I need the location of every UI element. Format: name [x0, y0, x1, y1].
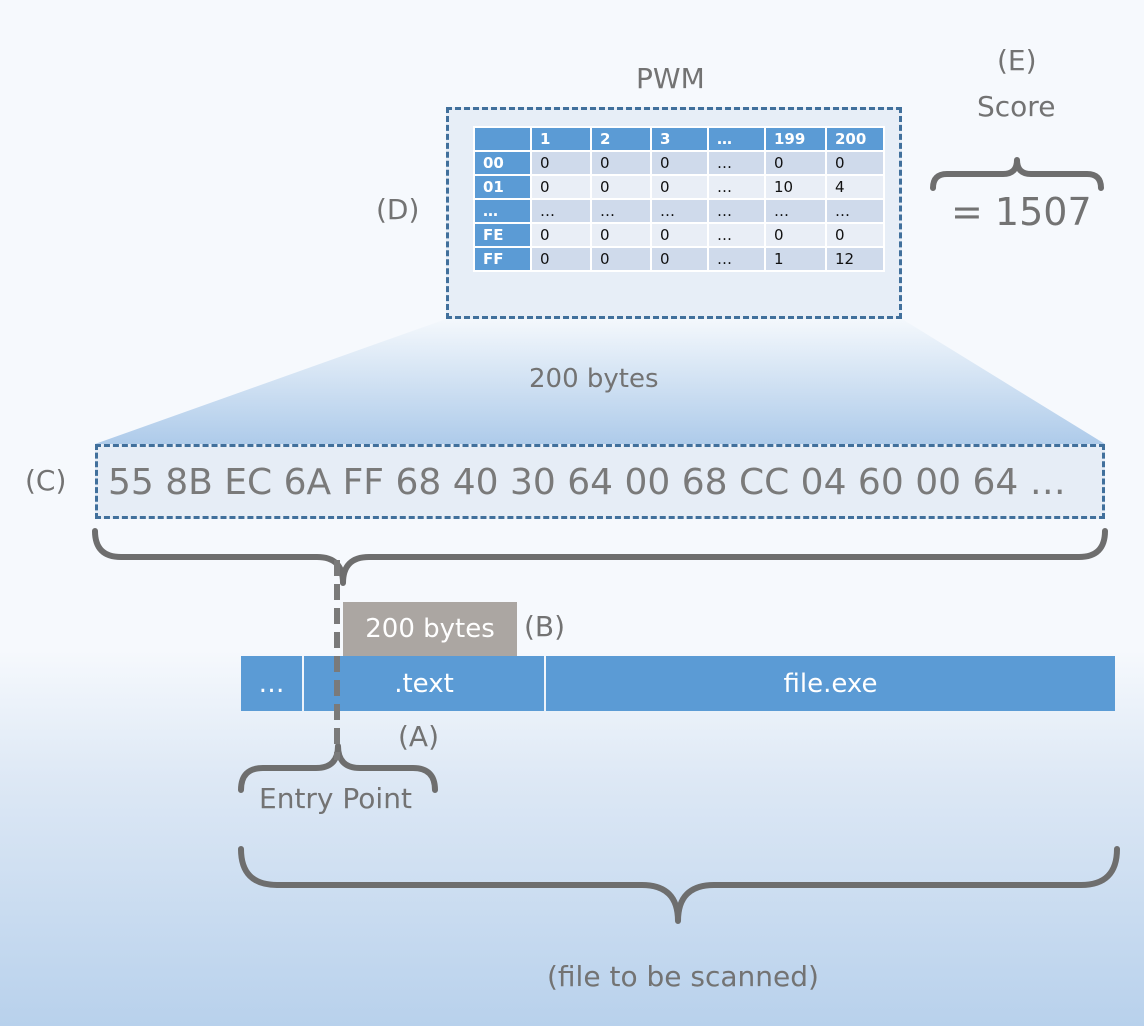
pwm-row-header: 01 [473, 174, 532, 200]
entry-point-label: Entry Point [259, 782, 412, 815]
pwm-cell: … [764, 198, 827, 224]
pwm-cell: 12 [825, 246, 885, 272]
pwm-col-header: 3 [650, 126, 709, 152]
pwm-row-header: FF [473, 246, 532, 272]
pwm-cell: 0 [764, 150, 827, 176]
pwm-cell: 0 [650, 174, 709, 200]
pwm-row-header: … [473, 198, 532, 224]
projection-funnel [95, 319, 1105, 444]
pwm-cell: … [707, 246, 766, 272]
pwm-cell: … [825, 198, 885, 224]
pwm-cell: … [590, 198, 652, 224]
pwm-cell: 0 [825, 222, 885, 248]
pwm-row-header: FE [473, 222, 532, 248]
file-seg-dots: … [241, 656, 302, 711]
bytes-label: (C) [25, 464, 67, 497]
file-seg-text: .text [304, 656, 544, 711]
pwm-col-header: 2 [590, 126, 652, 152]
window-size-label: 200 bytes [529, 364, 659, 394]
pwm-cell: 0 [530, 150, 592, 176]
pwm-cell: … [530, 198, 592, 224]
pwm-col-header: … [707, 126, 766, 152]
file-brace [238, 846, 1120, 924]
text-section-label: (A) [398, 720, 440, 753]
pwm-cell: … [707, 222, 766, 248]
pwm-cell: 0 [530, 174, 592, 200]
pwm-cell: 0 [650, 150, 709, 176]
pwm-cell: … [707, 150, 766, 176]
pwm-cell: 4 [825, 174, 885, 200]
pwm-cell: … [707, 174, 766, 200]
pwm-cell: 0 [590, 174, 652, 200]
score-label: (E) [997, 44, 1037, 77]
pwm-cell: 0 [825, 150, 885, 176]
pwm-col-header: 199 [764, 126, 827, 152]
pwm-cell: 10 [764, 174, 827, 200]
pwm-title: PWM [636, 62, 705, 95]
pwm-col-header: 1 [530, 126, 592, 152]
bytes-box [95, 444, 1105, 519]
pwm-row: ………………… [473, 198, 885, 224]
pwm-cell: 0 [590, 246, 652, 272]
pwm-cell: 0 [590, 222, 652, 248]
file-seg-file: file.exe [546, 656, 1115, 711]
pwm-cell: 1 [764, 246, 827, 272]
pwm-cell: 0 [530, 222, 592, 248]
read-bytes-box: 200 bytes [343, 602, 517, 656]
pwm-row-header: 00 [473, 150, 532, 176]
pwm-cell: … [707, 198, 766, 224]
bytes-brace [92, 528, 1108, 586]
pwm-cell: 0 [590, 150, 652, 176]
pwm-cell: … [650, 198, 709, 224]
score-title: Score [977, 90, 1056, 123]
pwm-col-header: 200 [825, 126, 885, 152]
pwm-cell: 0 [650, 222, 709, 248]
score-value: = 1507 [951, 190, 1092, 234]
pwm-label: (D) [376, 193, 420, 226]
read-label: (B) [524, 610, 566, 643]
pwm-cell: 0 [650, 246, 709, 272]
score-brace [930, 157, 1104, 191]
pwm-col-header [473, 126, 532, 152]
pwm-cell: 0 [764, 222, 827, 248]
pwm-cell: 0 [530, 246, 592, 272]
byte-sequence: 55 8B EC 6A FF 68 40 30 64 00 68 CC 04 6… [108, 462, 1066, 503]
file-caption: (file to be scanned) [547, 960, 819, 993]
